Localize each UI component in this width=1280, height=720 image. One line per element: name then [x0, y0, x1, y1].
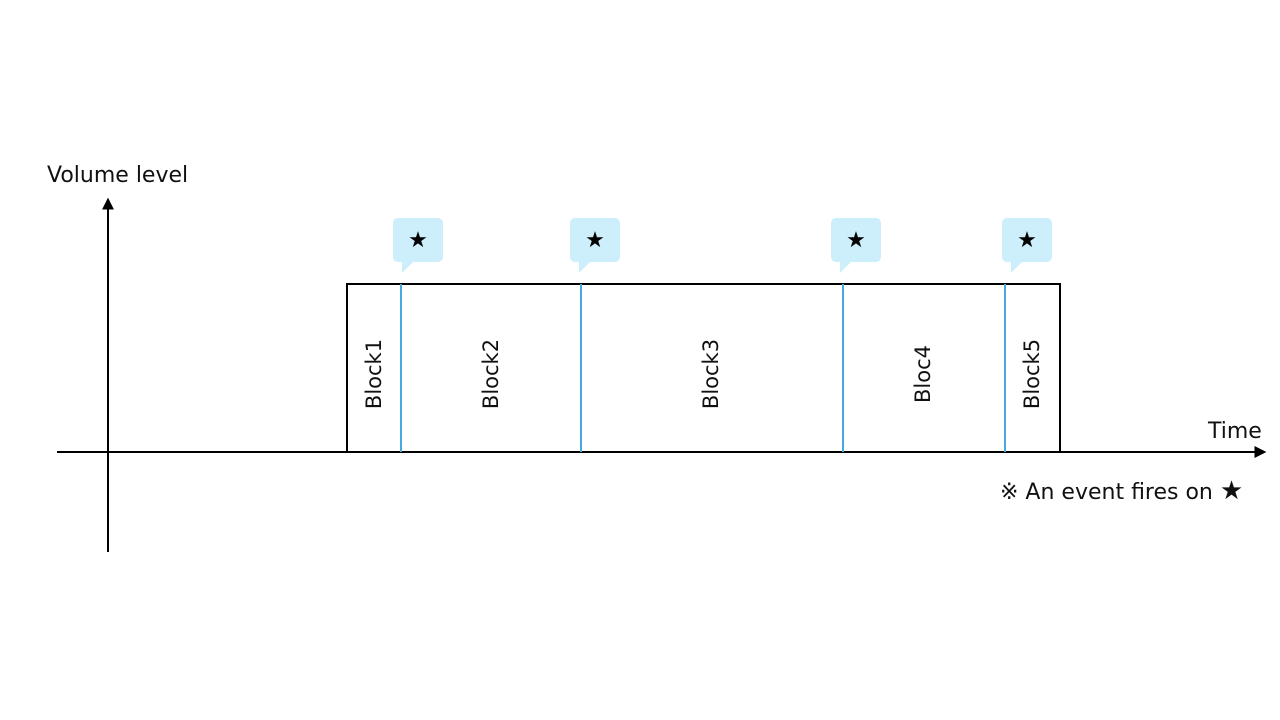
block-label-1: Block1 — [362, 338, 386, 410]
y-axis-label: Volume level — [47, 163, 189, 188]
event-callout-3: ★ — [831, 218, 881, 273]
event-note-text: ※ An event fires on — [1000, 480, 1213, 505]
star-icon: ★ — [408, 227, 428, 252]
block-label-4: Bloc4 — [911, 345, 935, 403]
event-callout-2: ★ — [570, 218, 620, 273]
star-icon: ★ — [846, 227, 866, 252]
x-axis-label: Time — [1208, 419, 1262, 444]
volume-region — [346, 283, 1061, 453]
block-label-3: Block3 — [699, 338, 723, 410]
event-callout-4: ★ — [1002, 218, 1052, 273]
block-label-5: Block5 — [1020, 338, 1044, 410]
star-icon: ★ — [1017, 227, 1037, 252]
star-icon: ★ — [585, 227, 605, 252]
block-label-2: Block2 — [479, 338, 503, 410]
event-note: ※ An event fires on ★ — [1000, 476, 1243, 506]
event-callout-1: ★ — [393, 218, 443, 273]
star-icon: ★ — [1219, 476, 1244, 506]
